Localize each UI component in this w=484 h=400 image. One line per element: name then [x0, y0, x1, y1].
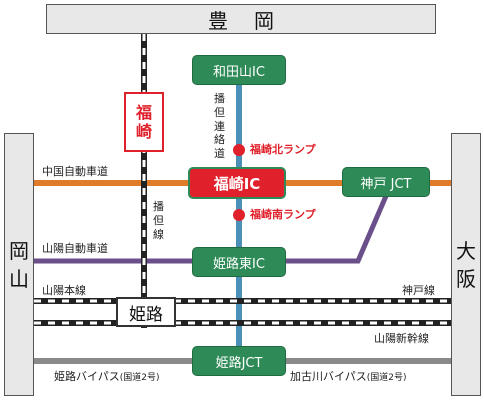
- chugoku-expressway-label: 中国自動車道: [42, 165, 108, 178]
- kakogawa-bypass-label: 加古川バイパス(国道2号): [290, 371, 407, 383]
- region-toyooka: 豊岡: [46, 4, 436, 34]
- fukusaki-ic: 福崎IC: [188, 167, 286, 199]
- city-fukusaki: 福 崎: [124, 92, 164, 152]
- kobe-jct: 神戸 JCT: [342, 167, 430, 197]
- himeji-bypass-label: 姫路バイパス(国道2号): [54, 371, 160, 383]
- region-osaka-char-2: 阪: [456, 266, 476, 291]
- bantan-renraku-label: 播 但 連 絡 道: [214, 92, 225, 161]
- kobe-line-label: 神戸線: [402, 284, 435, 297]
- bantan-renraku-char-5: 道: [214, 147, 225, 160]
- sanyo-shinkansen-label: 山陽新幹線: [374, 332, 429, 345]
- himeji-bypass-name: 姫路バイパス: [54, 370, 120, 383]
- bantan-line-char-3: 線: [153, 227, 164, 241]
- bantan-line-label: 播 但 線: [153, 200, 164, 241]
- ramp-south-label: 福崎南ランプ: [250, 208, 316, 221]
- city-fukusaki-char-2: 崎: [135, 122, 152, 141]
- bantan-renraku-char-3: 連: [214, 119, 225, 133]
- bantan-renraku-char-2: 但: [214, 105, 225, 119]
- himeji-higashi-ic: 姫路東IC: [192, 247, 286, 277]
- region-okayama-char-2: 山: [9, 266, 29, 291]
- ramp-north-marker: [233, 144, 245, 156]
- himeji-bypass-suffix: (国道2号): [119, 373, 160, 383]
- ramp-south-marker: [233, 209, 245, 221]
- ramp-north-label: 福崎北ランプ: [250, 143, 316, 156]
- region-okayama: 岡 山: [4, 133, 34, 396]
- bantan-line-char-1: 播: [153, 200, 164, 213]
- kakogawa-bypass-name: 加古川バイパス: [290, 370, 367, 383]
- region-osaka-char-1: 大: [456, 238, 476, 263]
- wadayama-ic: 和田山IC: [192, 55, 286, 85]
- bantan-renraku-char-1: 播: [214, 92, 225, 105]
- region-okayama-char-1: 岡: [9, 238, 29, 263]
- sanyo-expressway-label: 山陽自動車道: [42, 242, 108, 255]
- kakogawa-bypass-suffix: (国道2号): [366, 373, 407, 383]
- city-himeji: 姫路: [116, 297, 176, 327]
- region-osaka: 大 阪: [451, 133, 481, 396]
- bantan-renraku-char-4: 絡: [214, 133, 225, 147]
- city-fukusaki-char-1: 福: [135, 102, 152, 122]
- sanyo-main-line-label: 山陽本線: [42, 284, 86, 297]
- bantan-line-char-2: 但: [153, 213, 164, 227]
- himeji-jct: 姫路JCT: [192, 346, 286, 376]
